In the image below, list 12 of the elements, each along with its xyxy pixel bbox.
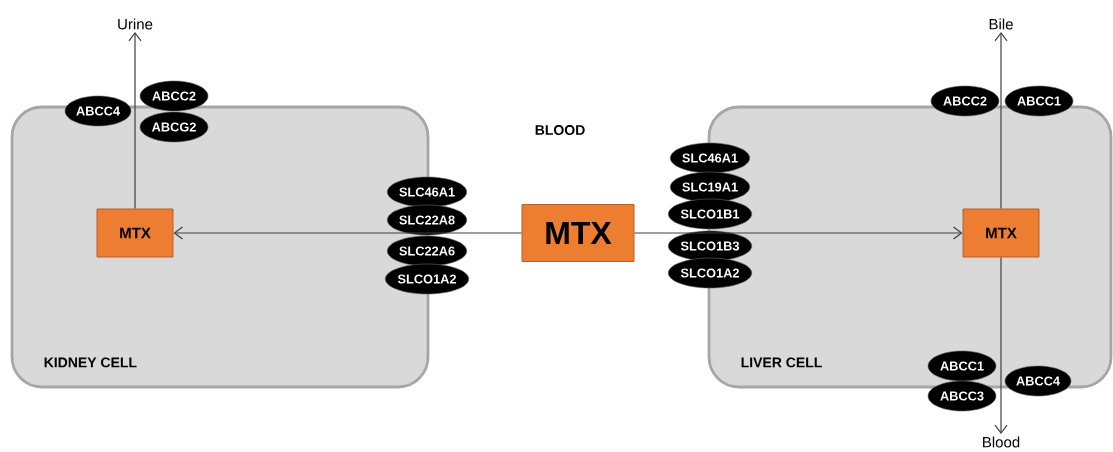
destination-label: Blood <box>983 436 1020 448</box>
arrow <box>633 226 963 240</box>
drug-box: MTX <box>962 208 1040 258</box>
arrow <box>173 226 523 240</box>
arrow <box>994 31 1008 210</box>
region-label: BLOOD <box>535 125 585 135</box>
destination-label: Bile <box>989 18 1013 30</box>
arrow <box>994 256 1008 435</box>
drug-box: MTX <box>521 204 635 262</box>
arrow <box>128 31 142 210</box>
drug-box: MTX <box>96 208 174 258</box>
destination-label: Urine <box>118 18 153 30</box>
